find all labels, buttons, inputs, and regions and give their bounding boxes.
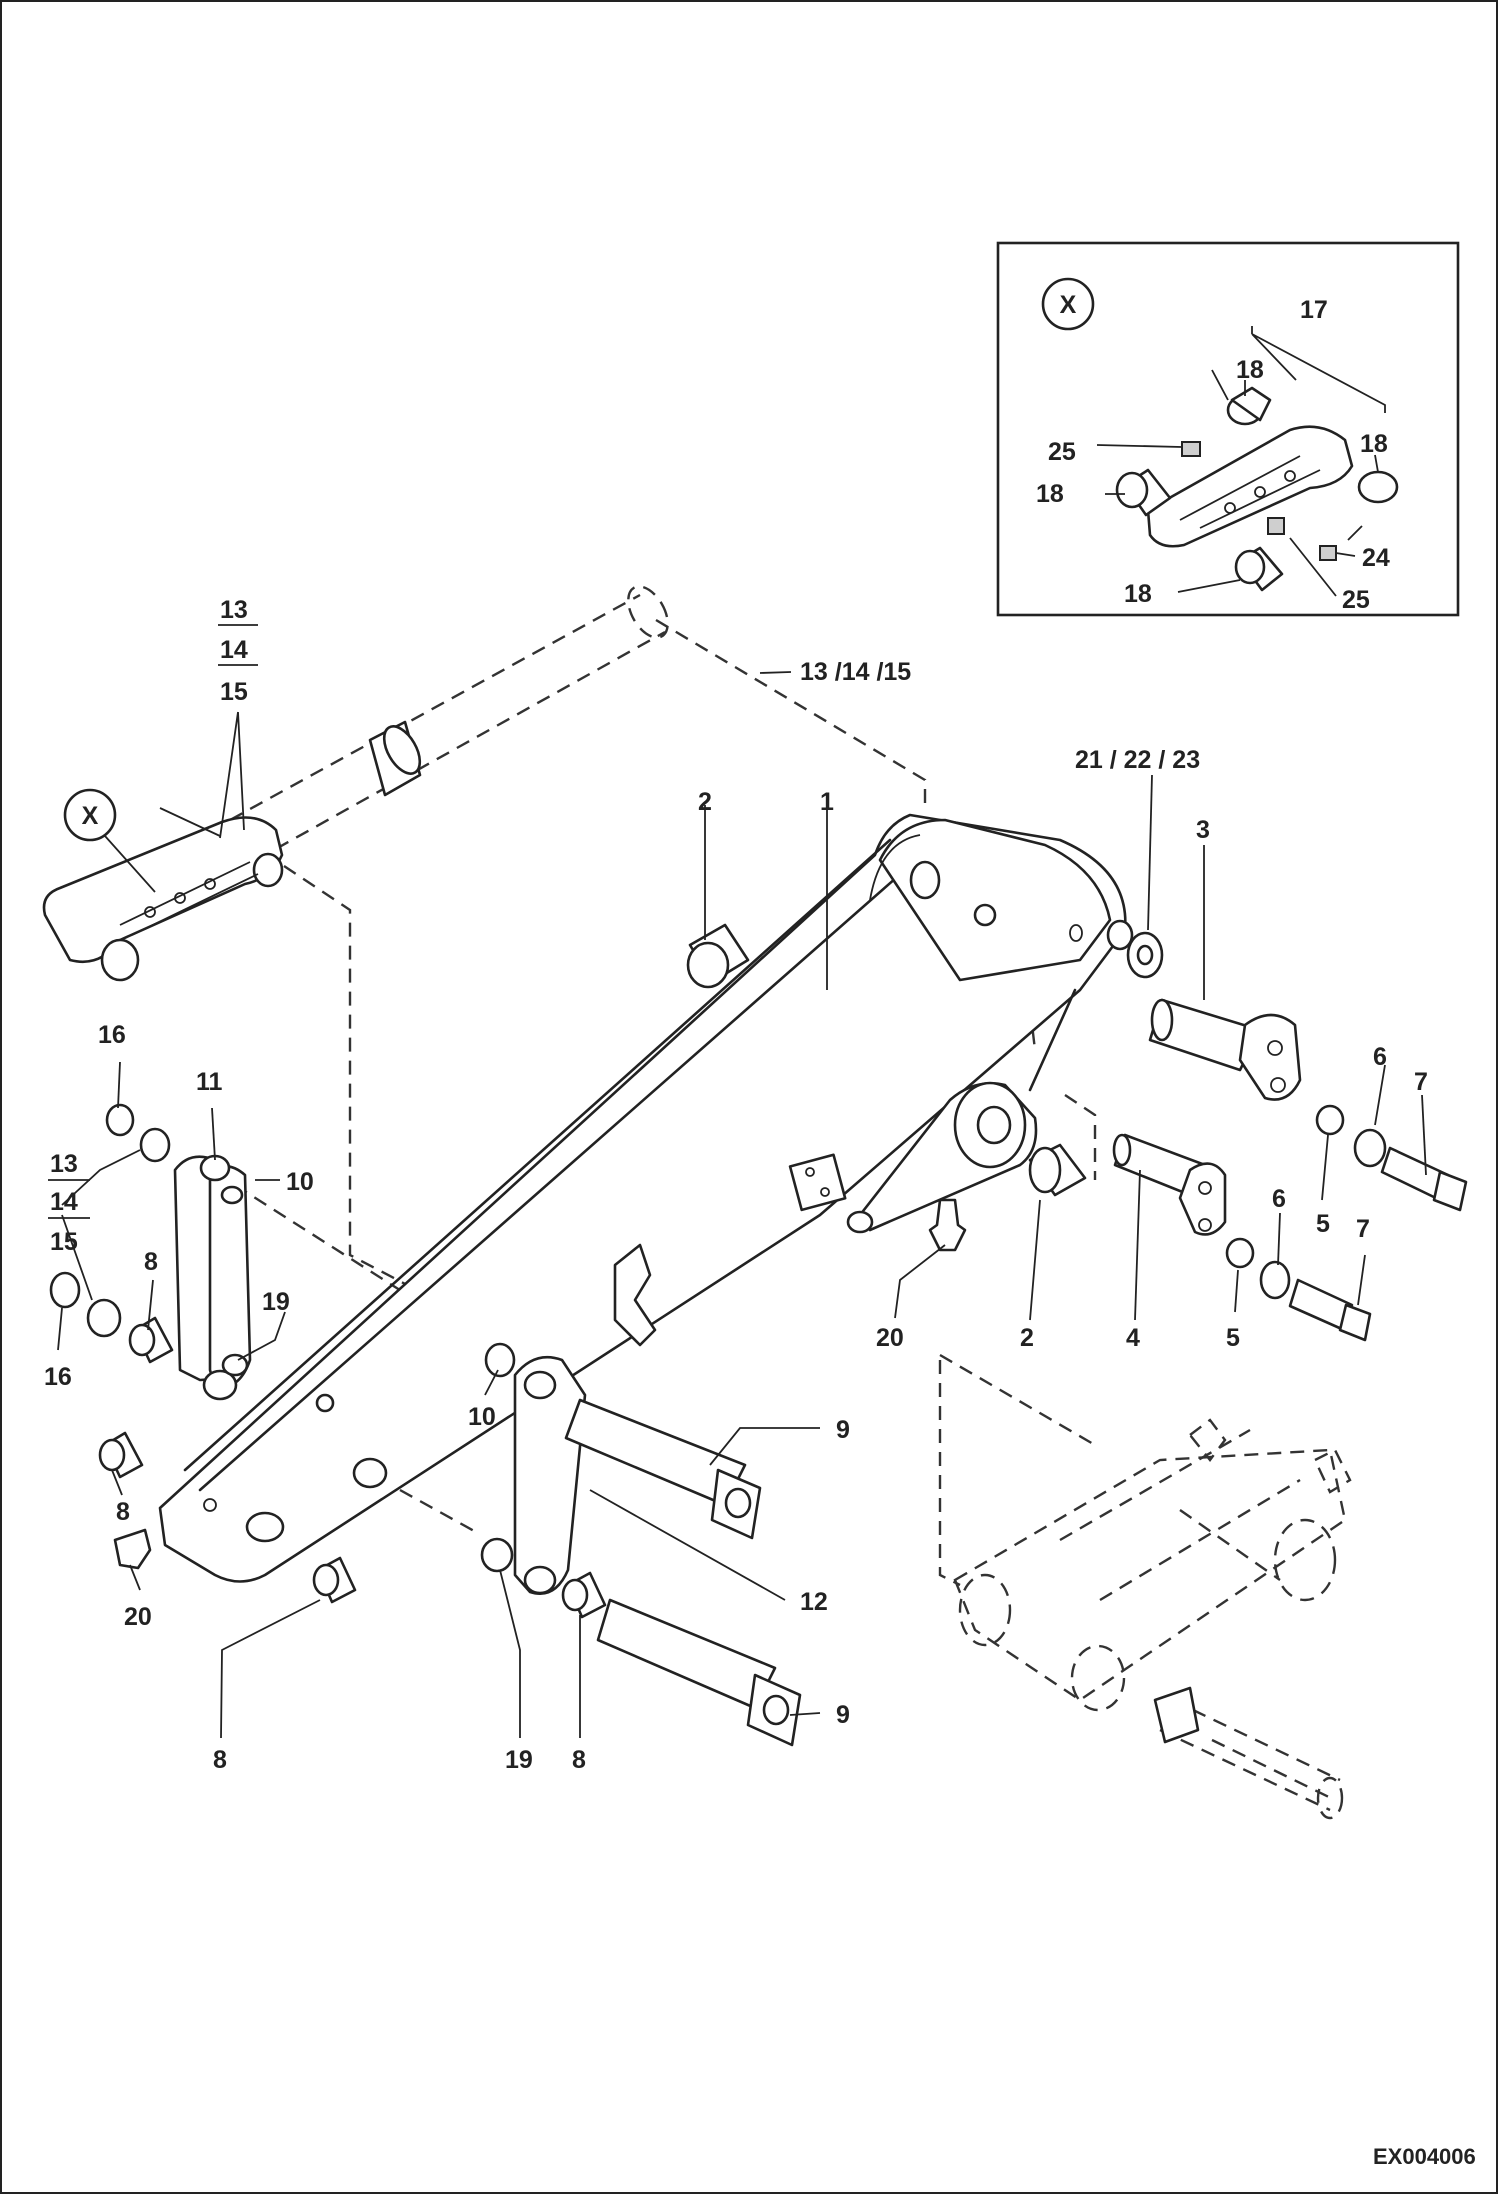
pin-4-plate [1178,1162,1227,1236]
label-3: 3 [1196,816,1210,844]
arm-body [158,813,1127,1583]
spacer-5-lower [1225,1237,1255,1269]
pin-3-plate [1238,1013,1302,1101]
detail-grease-fitting-25-bottom [1267,517,1285,535]
bucket-linkage-outline [953,1418,1352,1820]
label-18-bottom: 18 [1124,580,1152,608]
label-17: 17 [1300,296,1328,324]
rocker-x-marker: X [82,802,99,830]
detail-bushing-18-right [1357,470,1399,504]
label-5-upper: 5 [1316,1210,1330,1238]
grease-fitting-20-lower [113,1528,152,1570]
shim-13-14-15-lower [86,1298,122,1338]
left-links [49,1103,357,1604]
label-18-left: 18 [1036,480,1064,508]
label-2-upper: 2 [698,788,712,816]
washer-6-upper [1353,1128,1387,1168]
label-18-top: 18 [1236,356,1264,384]
rocker-x-marker-circle [63,788,117,842]
label-19-upper: 19 [262,1288,290,1316]
washer-19-lower [480,1537,514,1573]
label-14-left: 14 [50,1188,78,1216]
label-9-upper: 9 [836,1416,850,1444]
label-4: 4 [1126,1324,1140,1352]
label-1: 1 [820,788,834,816]
center-links [480,1342,802,1747]
detail-rocker-lever [1146,425,1354,548]
label-8-left: 8 [144,1248,158,1276]
fraction-bars [48,624,258,1219]
label-19-lower: 19 [505,1746,533,1774]
pin-9-lower [596,1598,777,1710]
detail-rocker-ribs [1179,455,1321,529]
main-arm-1 [158,813,1134,1583]
label-20-upper: 20 [876,1324,904,1352]
grease-fitting-20-upper [928,1198,967,1252]
label-13-top: 13 [220,596,248,624]
rocker-x: X [42,711,284,982]
label-11: 11 [196,1068,223,1096]
label-5-lower: 5 [1226,1324,1240,1352]
label-25-top: 25 [1048,438,1076,466]
label-13-14-15: 13 /14 /15 [800,658,911,686]
shim-13-14-15-upper [139,1127,171,1163]
drawing-code: EX004006 [1373,2144,1476,2169]
detail-x-inset: X [996,241,1460,617]
label-15-top: 15 [220,678,248,706]
label-13-left: 13 [50,1150,78,1178]
label-16-lower: 16 [44,1363,72,1391]
label-16-upper: 16 [98,1021,126,1049]
label-20-lower: 20 [124,1603,152,1631]
label-6-lower: 6 [1272,1185,1286,1213]
label-9-lower: 9 [836,1701,850,1729]
bracket-17 [1251,326,1386,413]
leader-lines [57,671,1427,1739]
label-12: 12 [800,1588,828,1616]
label-10-upper: 10 [286,1168,314,1196]
detail-leaders [1096,369,1379,597]
arm-head [878,818,1112,982]
label-14-top: 14 [220,636,248,664]
washer-10-lower [484,1342,516,1378]
detail-grease-fitting-25-top [1181,441,1201,457]
label-25-bottom: 25 [1342,586,1370,614]
spacer-5-upper [1315,1104,1345,1136]
callout-labels: 17 18 18 18 18 25 25 24 13 14 15 13 /14 … [44,296,1428,1774]
washer-6-lower [1259,1260,1291,1300]
label-6-upper: 6 [1373,1043,1387,1071]
detail-fitting-24 [1319,545,1337,561]
label-21-22-23: 21 / 22 / 23 [1075,746,1200,774]
detail-x-marker: X [1060,291,1077,319]
label-18-right: 18 [1360,430,1388,458]
label-8-center: 8 [572,1746,586,1774]
label-8-bottom: 8 [213,1746,227,1774]
label-8-lower-left: 8 [116,1498,130,1526]
label-24: 24 [1362,544,1390,572]
right-hardware [686,923,1468,1342]
label-2-lower: 2 [1020,1324,1034,1352]
label-7-lower: 7 [1356,1215,1370,1243]
label-10-lower: 10 [468,1403,496,1431]
side-plate [788,1153,847,1212]
washer-16-upper [105,1103,135,1137]
detail-x-marker-circle [1041,277,1095,331]
label-7-upper: 7 [1414,1068,1428,1096]
washer-16-lower [49,1271,81,1309]
label-15-left: 15 [50,1228,78,1256]
hose-clamp [613,1243,657,1347]
linkage-pin-end [1153,1686,1200,1744]
boom-cylinder-outline [229,585,669,862]
